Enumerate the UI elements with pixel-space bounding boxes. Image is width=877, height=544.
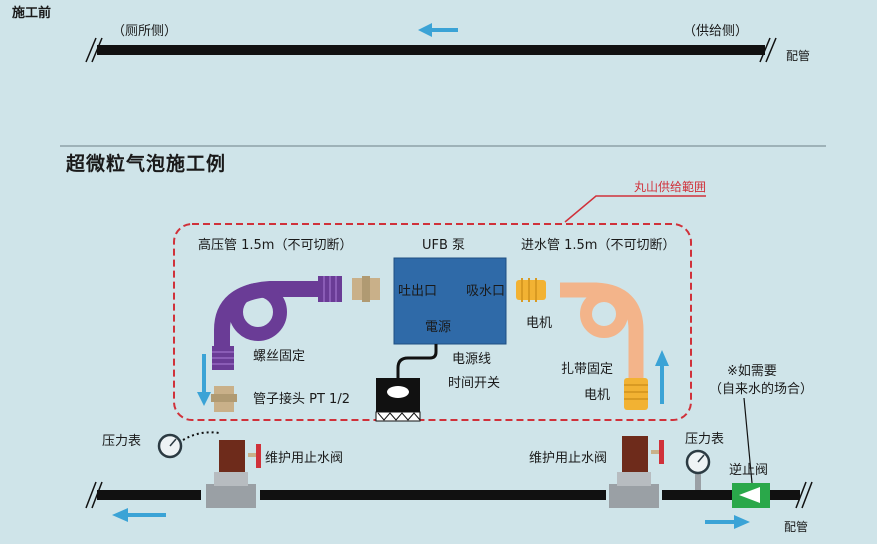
inlet-hose <box>560 282 644 380</box>
example-title: 超微粒气泡施工例 <box>66 153 227 175</box>
power-label: 電源 <box>425 320 452 335</box>
pump-name-label: UFB 泵 <box>422 238 466 253</box>
high-pressure-hose-label: 高压管 1.5m（不可切断） <box>198 238 353 253</box>
stop-valve-right <box>609 436 664 508</box>
main-pipe <box>85 481 813 509</box>
note-line1: ※如需要 <box>727 364 777 379</box>
ufb-pump <box>393 257 507 345</box>
power-cord <box>396 344 438 378</box>
outlet-label: 吐出口 <box>398 284 438 299</box>
scope-leader <box>564 195 706 223</box>
bottom-pipe-label: 配管 <box>784 520 809 534</box>
gauge-left-label: 压力表 <box>102 434 142 449</box>
check-valve-label: 逆止阀 <box>729 463 769 478</box>
scope-label: 丸山供给範囲 <box>634 180 707 194</box>
gauge-right-label: 压力表 <box>685 432 725 447</box>
inlet-label: 吸水口 <box>466 284 506 299</box>
check-valve <box>732 397 770 508</box>
valve-right-label: 维护用止水阀 <box>529 451 608 466</box>
high-pressure-hose <box>212 276 342 370</box>
timer-switch-label: 时间开关 <box>448 376 501 391</box>
flow-arrow-down <box>197 354 211 406</box>
fitting-label: 管子接头 PT 1/2 <box>253 392 350 407</box>
valve-left-label: 维护用止水阀 <box>265 451 344 466</box>
before-pipe <box>85 37 777 63</box>
flow-arrow-bottom-left <box>112 508 166 522</box>
fitting-lower <box>211 386 237 412</box>
screw-fix-label: 螺丝固定 <box>253 349 306 364</box>
before-pipe-label: 配管 <box>786 49 811 63</box>
before-title: 施工前 <box>12 6 52 21</box>
note-line2: （自来水的场合） <box>709 382 814 397</box>
timer-switch <box>375 378 421 422</box>
inlet-hose-label: 进水管 1.5m（不可切断） <box>521 238 676 253</box>
flow-arrow-bottom-right <box>705 515 750 529</box>
scope-box <box>173 223 692 421</box>
flow-arrow-up <box>655 350 669 404</box>
toilet-side-label: （厕所侧） <box>112 24 178 39</box>
motor-top <box>516 278 546 302</box>
band-fix-label: 扎带固定 <box>561 362 614 377</box>
pressure-gauge-right <box>685 449 711 490</box>
fitting-outlet <box>352 276 380 302</box>
stop-valve-left <box>206 440 261 508</box>
motor-bottom-label: 电机 <box>584 388 611 403</box>
power-cord-label: 电源线 <box>452 352 492 367</box>
flow-arrow-top <box>418 23 458 37</box>
motor-top-label: 电机 <box>526 316 553 331</box>
motor-bottom <box>624 378 648 410</box>
pressure-gauge-left <box>157 431 220 459</box>
supply-side-label: （供给侧） <box>683 24 749 39</box>
